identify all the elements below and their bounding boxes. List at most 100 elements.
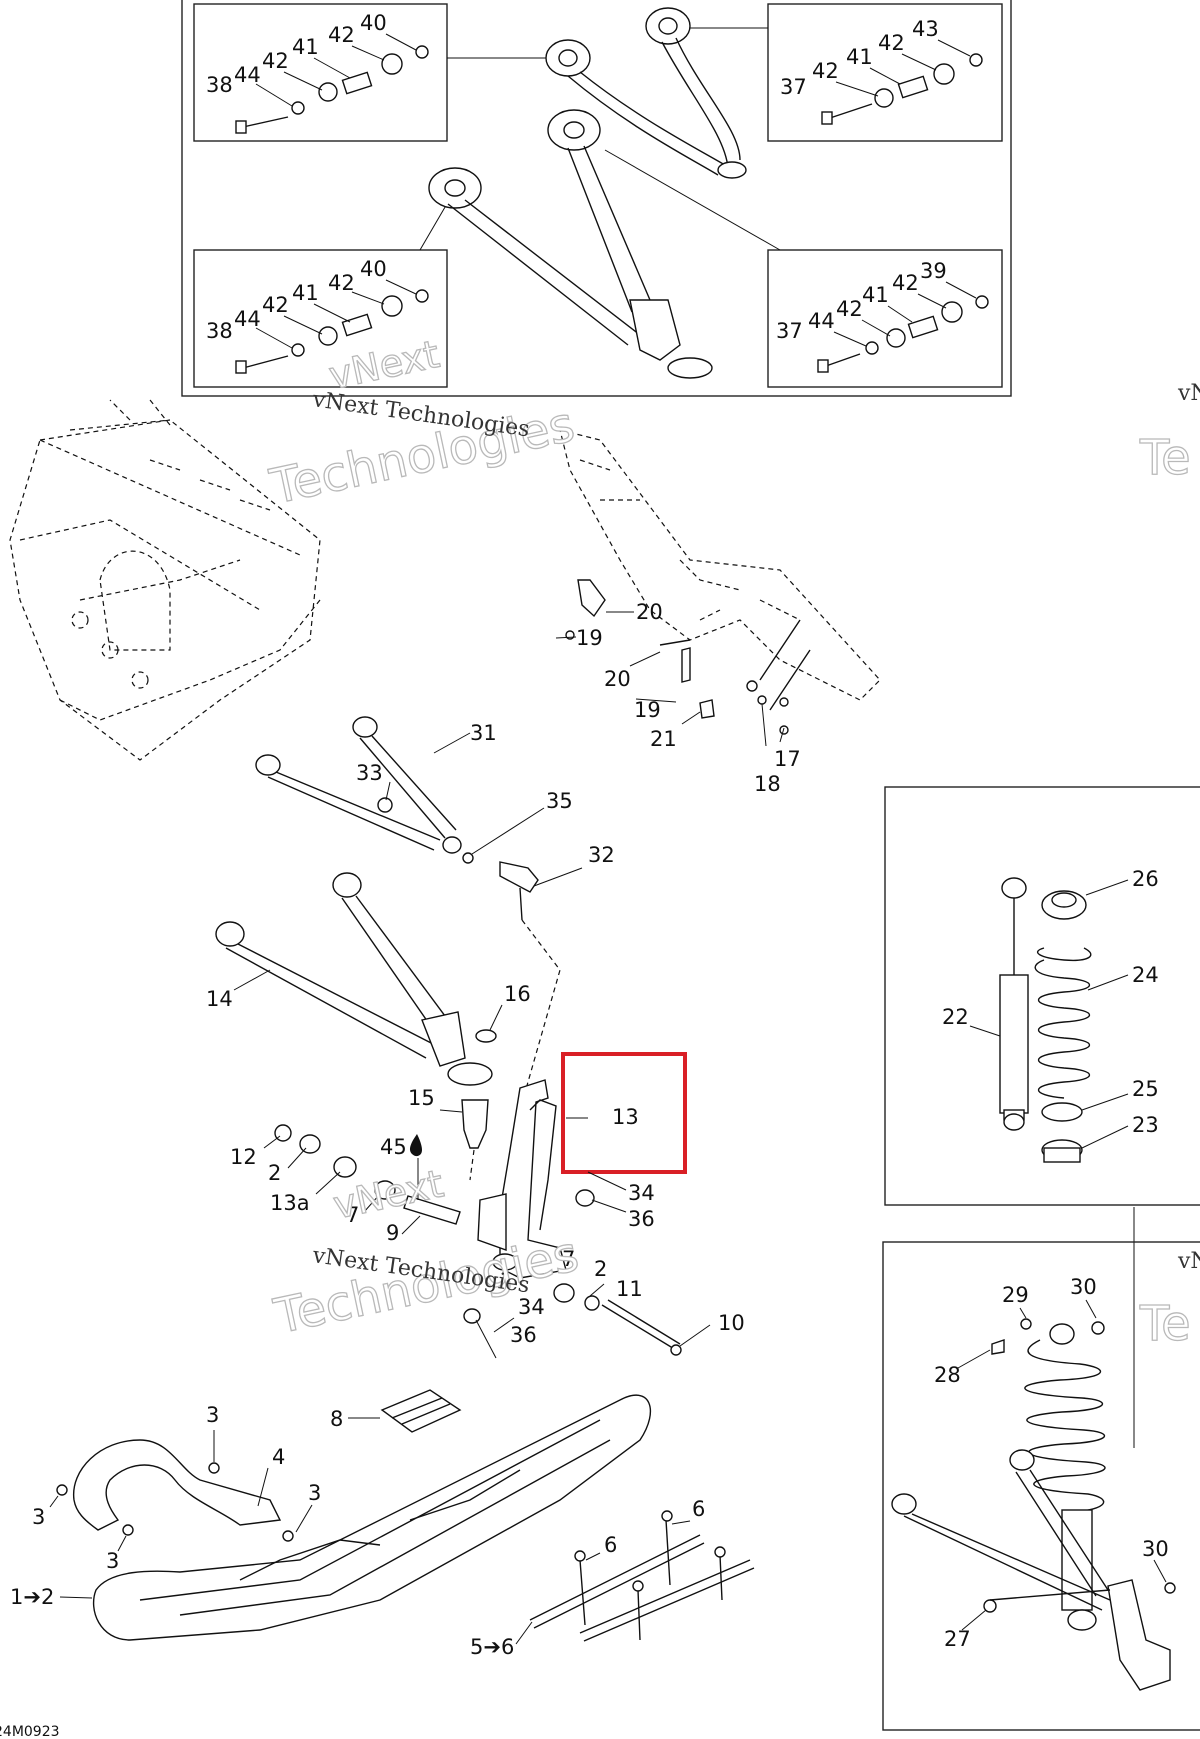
callout-35: 35 xyxy=(546,789,573,813)
assembled-view-frame xyxy=(882,1241,1200,1731)
callout-17: 17 xyxy=(774,747,801,771)
callout-24: 24 xyxy=(1132,963,1159,987)
callout-22: 22 xyxy=(942,1005,969,1029)
callout-5-to-6: 5➔6 xyxy=(470,1635,514,1659)
labels-bottom-left-box: 38 44 42 41 42 40 xyxy=(206,257,417,349)
coil-spring-24 xyxy=(1034,890,1092,1163)
callout-3: 3 xyxy=(32,1505,45,1529)
front-bumper-bracket xyxy=(559,429,881,701)
callout-18: 18 xyxy=(754,772,781,796)
callout-13: 13 xyxy=(612,1105,639,1129)
callout-39: 39 xyxy=(920,259,947,283)
callout-3: 3 xyxy=(308,1481,321,1505)
lower-a-arm-14 xyxy=(215,872,497,1181)
callout-38: 38 xyxy=(206,319,233,343)
callout-20: 20 xyxy=(604,667,631,691)
callout-23: 23 xyxy=(1132,1113,1159,1137)
callout-25: 25 xyxy=(1132,1077,1159,1101)
callout-1-to-2: 1➔2 xyxy=(10,1585,54,1609)
upper-a-arm-right-view xyxy=(545,7,747,179)
drawing-code: 24M0923 xyxy=(0,1724,60,1739)
labels-top-right-box: 37 42 41 42 43 xyxy=(780,17,971,99)
callout-36: 36 xyxy=(628,1207,655,1231)
front-chassis-frame xyxy=(9,399,321,761)
shock-absorber-22 xyxy=(999,877,1029,1131)
spindle-13 xyxy=(477,1079,567,1279)
callout-41: 41 xyxy=(862,283,889,307)
callout-29: 29 xyxy=(1002,1283,1029,1307)
callout-42: 42 xyxy=(878,31,905,55)
callout-30: 30 xyxy=(1070,1275,1097,1299)
callout-27: 27 xyxy=(944,1627,971,1651)
callout-33: 33 xyxy=(356,761,383,785)
watermark-line1: vNext xyxy=(325,332,443,398)
fastener-stack-bottom-left xyxy=(235,289,429,374)
fastener-stack-top-right xyxy=(821,53,983,125)
callout-7: 7 xyxy=(346,1203,359,1227)
callout-44: 44 xyxy=(234,63,261,87)
callout-42: 42 xyxy=(262,293,289,317)
callout-37: 37 xyxy=(780,75,807,99)
callout-21: 21 xyxy=(650,727,677,751)
callout-3: 3 xyxy=(106,1549,119,1573)
callout-41: 41 xyxy=(846,45,873,69)
watermark-edge-word-upper: Te xyxy=(1139,430,1191,486)
callout-labels: 20 19 20 19 21 17 18 31 33 35 32 14 16 1… xyxy=(10,600,1169,1659)
upper-arm-detail-frame: 38 44 42 41 42 40 37 42 41 42 43 38 44 xyxy=(181,0,1012,397)
callout-32: 32 xyxy=(588,843,615,867)
callout-14: 14 xyxy=(206,987,233,1011)
callout-10: 10 xyxy=(718,1311,745,1335)
shock-detail-frame xyxy=(884,786,1200,1206)
callout-15: 15 xyxy=(408,1086,435,1110)
callout-6: 6 xyxy=(692,1497,705,1521)
labels-bottom-right-box: 37 44 42 41 42 39 xyxy=(776,259,977,347)
callout-43: 43 xyxy=(912,17,939,41)
callout-12: 12 xyxy=(230,1145,257,1169)
callout-30: 30 xyxy=(1142,1537,1169,1561)
callout-20: 20 xyxy=(636,600,663,624)
callout-42: 42 xyxy=(328,271,355,295)
callout-4: 4 xyxy=(272,1445,285,1469)
watermark-edge-caption-upper: vN xyxy=(1177,381,1200,406)
callout-42: 42 xyxy=(836,297,863,321)
callout-13a: 13a xyxy=(270,1191,310,1215)
callout-44: 44 xyxy=(808,309,835,333)
callout-41: 41 xyxy=(292,281,319,305)
highlight-box-part-13 xyxy=(561,1052,687,1174)
callout-3: 3 xyxy=(206,1403,219,1427)
watermark-edge-word-lower: Te xyxy=(1139,1296,1191,1352)
ski-runners-6 xyxy=(529,1510,755,1642)
ski-wear-pad-8 xyxy=(380,1389,462,1433)
callout-leaders xyxy=(49,611,1167,1645)
detail-box-top-right xyxy=(767,3,1003,142)
callout-45: 45 xyxy=(380,1135,407,1159)
callout-34: 34 xyxy=(518,1295,545,1319)
callout-19: 19 xyxy=(576,626,603,650)
callout-6: 6 xyxy=(604,1533,617,1557)
upper-a-arm-31 xyxy=(255,716,561,1111)
callout-42: 42 xyxy=(328,23,355,47)
spindle-bushing-stack xyxy=(274,1124,682,1356)
callout-34: 34 xyxy=(628,1181,655,1205)
callout-11: 11 xyxy=(616,1277,643,1301)
upper-a-arm-left-view xyxy=(428,109,713,379)
callout-40: 40 xyxy=(360,257,387,281)
callout-40: 40 xyxy=(360,11,387,35)
callout-7: 7 xyxy=(562,1247,575,1271)
callout-19: 19 xyxy=(634,698,661,722)
assembled-lower-arm xyxy=(891,1449,1176,1691)
callout-41: 41 xyxy=(292,35,319,59)
callout-28: 28 xyxy=(934,1363,961,1387)
callout-16: 16 xyxy=(504,982,531,1006)
lubricant-drop-icon xyxy=(409,1134,422,1157)
watermark-edge-caption-lower: vN xyxy=(1177,1249,1200,1274)
callout-38: 38 xyxy=(206,73,233,97)
callout-42: 42 xyxy=(262,49,289,73)
callout-42: 42 xyxy=(892,271,919,295)
callout-2: 2 xyxy=(268,1161,281,1185)
callout-26: 26 xyxy=(1132,867,1159,891)
callout-44: 44 xyxy=(234,307,261,331)
callout-42: 42 xyxy=(812,59,839,83)
fastener-stack-top-left xyxy=(235,45,429,134)
